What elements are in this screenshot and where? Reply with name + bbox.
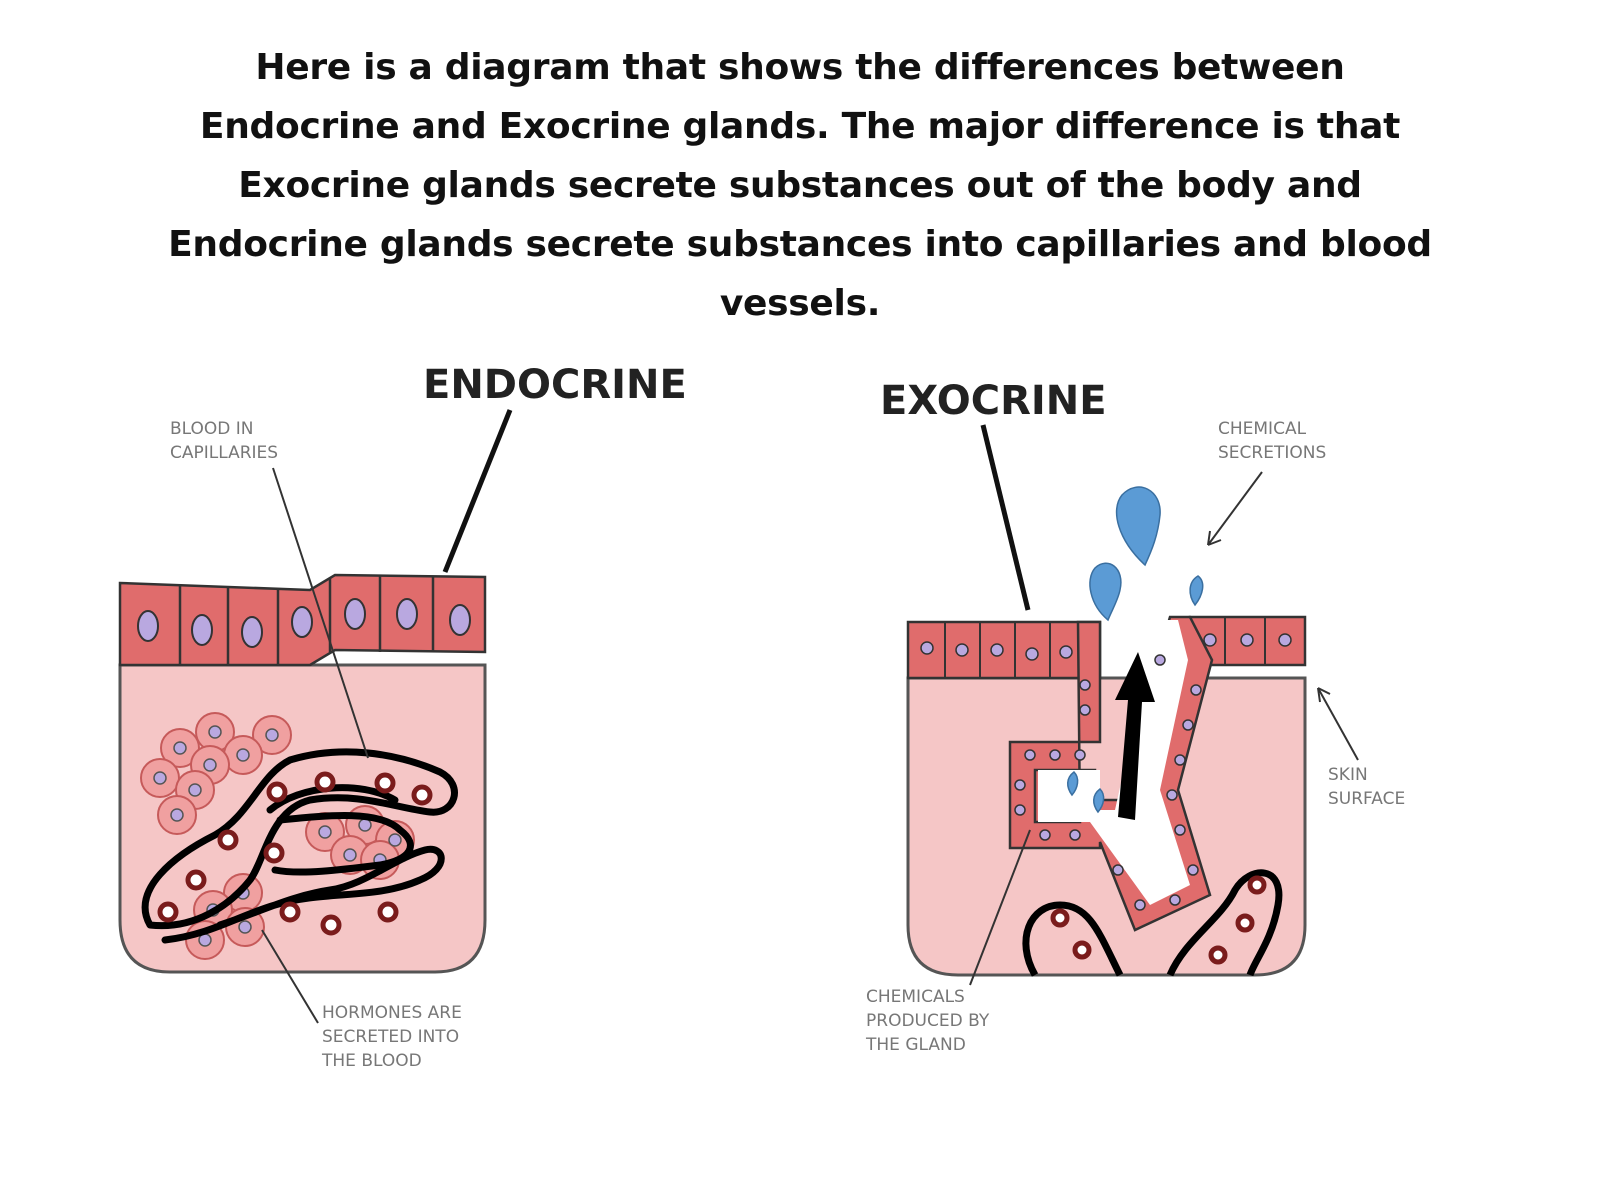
endocrine-title: ENDOCRINE	[423, 362, 687, 408]
label-chemicals-produced: CHEMICALS	[866, 987, 965, 1007]
caption-line: Here is a diagram that shows the differe…	[255, 47, 1345, 88]
label-blood-in-capillaries: BLOOD IN	[170, 419, 254, 439]
caption: Here is a diagram that shows the differe…	[100, 38, 1500, 333]
blood-label-pointer	[272, 467, 369, 759]
secretion-droplets	[1067, 486, 1204, 814]
endocrine-nuclei	[137, 598, 471, 648]
label-chemicals-produced: THE GLAND	[865, 1035, 966, 1055]
gland-label-pointer	[969, 829, 1031, 986]
caption-line: Exocrine glands secrete substances out o…	[238, 165, 1362, 206]
hormones-label-pointer	[261, 929, 319, 1024]
label-chemical-secretions: CHEMICAL	[1218, 419, 1307, 439]
label-chemical-secretions: SECRETIONS	[1218, 443, 1326, 463]
exocrine-cell-walls	[944, 617, 1266, 678]
exocrine-duct-nuclei	[1014, 654, 1202, 911]
skin-label-pointer	[1317, 687, 1359, 761]
chemical-arrowhead	[1207, 530, 1222, 546]
exocrine-duct-lumen	[1038, 612, 1190, 905]
endocrine-panel: ENDOCRINE	[118, 362, 687, 1071]
exocrine-title-pointer	[980, 424, 1031, 611]
caption-line: Endocrine and Exocrine glands. The major…	[199, 106, 1401, 147]
label-hormones: HORMONES ARE	[322, 1003, 462, 1023]
label-hormones: THE BLOOD	[321, 1051, 422, 1071]
label-chemicals-produced: PRODUCED BY	[866, 1011, 990, 1031]
label-skin-surface: SKIN	[1328, 765, 1368, 785]
exocrine-surface-nuclei	[920, 633, 1292, 661]
endocrine-title-pointer	[442, 409, 513, 573]
secretion-arrow	[1115, 652, 1155, 820]
exocrine-blood-vessels	[1022, 869, 1283, 977]
skin-arrowhead	[1317, 687, 1331, 703]
chemical-label-pointer	[1207, 471, 1263, 546]
label-hormones: SECRETED INTO	[322, 1027, 459, 1047]
caption-line: vessels.	[719, 283, 881, 324]
caption-line: Endocrine glands secrete substances into…	[168, 224, 1432, 265]
exocrine-blood-cells	[1050, 875, 1267, 965]
label-skin-surface: SURFACE	[1328, 789, 1405, 809]
exocrine-panel: EXOCRINE	[865, 378, 1405, 1055]
endocrine-blood-cells	[157, 771, 433, 936]
label-blood-in-capillaries: CAPILLARIES	[170, 443, 278, 463]
exocrine-title: EXOCRINE	[880, 378, 1107, 424]
